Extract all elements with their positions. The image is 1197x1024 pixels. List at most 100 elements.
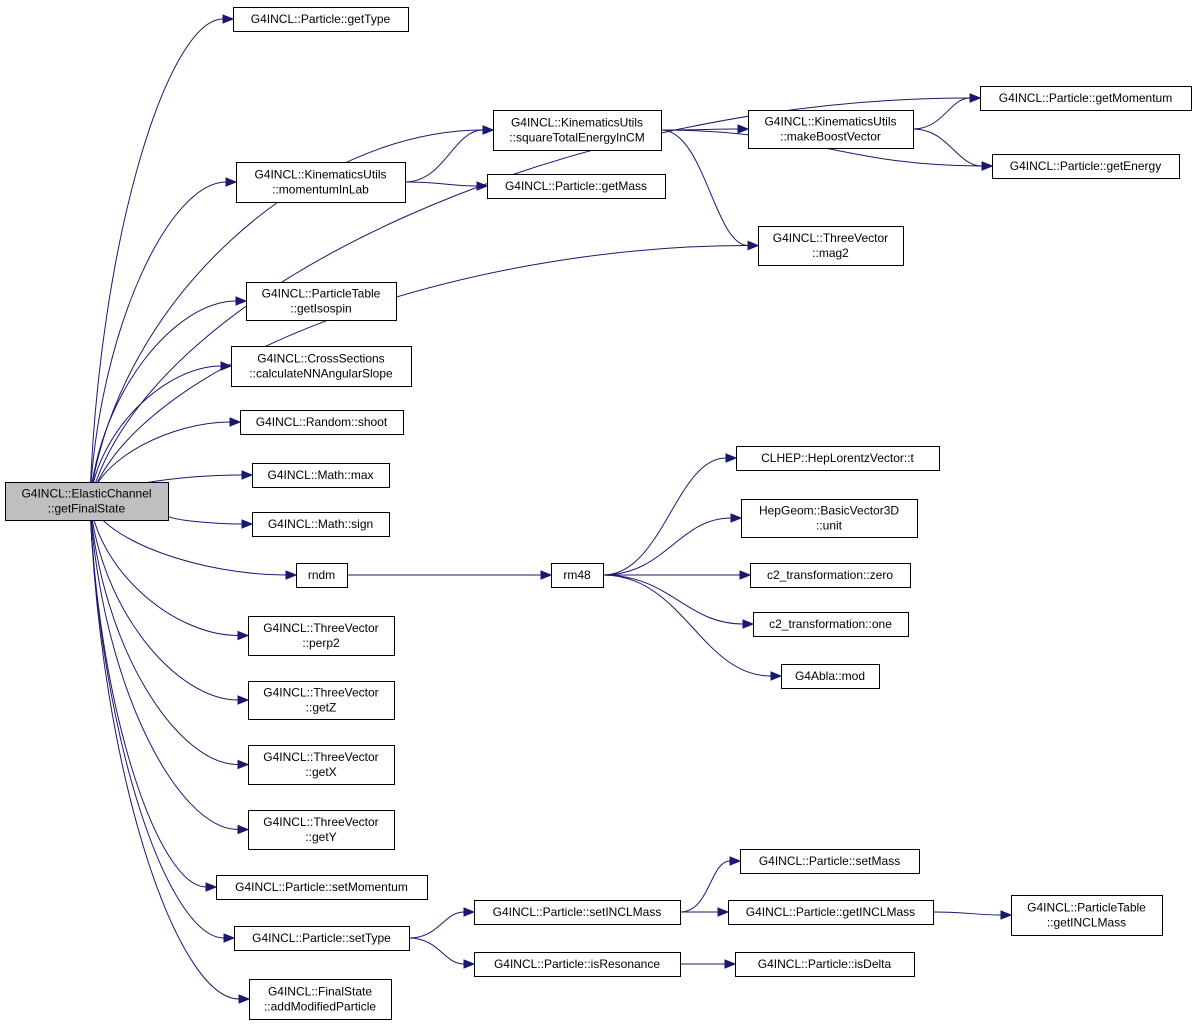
node-p-setType[interactable]: G4INCL::Particle::setType bbox=[234, 926, 410, 951]
node-box bbox=[750, 563, 911, 588]
node-root[interactable]: G4INCL::ElasticChannel::getFinalState bbox=[5, 482, 169, 521]
edge-arrowhead bbox=[238, 994, 251, 1004]
node-label: CLHEP::HepLorentzVector::t bbox=[761, 451, 914, 465]
node-box bbox=[992, 154, 1180, 179]
edge-arrowhead bbox=[229, 417, 242, 427]
node-fs-addModified[interactable]: G4INCL::FinalState::addModifiedParticle bbox=[249, 979, 392, 1020]
edge-line bbox=[89, 300, 237, 502]
node-abla-mod[interactable]: G4Abla::mod bbox=[781, 664, 880, 689]
node-p-getMomentum[interactable]: G4INCL::Particle::getMomentum bbox=[980, 86, 1192, 111]
node-m-sign[interactable]: G4INCL::Math::sign bbox=[252, 512, 390, 537]
node-tv-mag2[interactable]: G4INCL::ThreeVector::mag2 bbox=[758, 226, 904, 266]
node-box bbox=[735, 952, 915, 977]
node-box bbox=[736, 446, 940, 471]
node-hlv-t[interactable]: CLHEP::HepLorentzVector::t bbox=[736, 446, 940, 471]
edge-arrowhead bbox=[737, 124, 750, 134]
node-box bbox=[748, 110, 914, 149]
edge-arrowhead bbox=[223, 933, 236, 943]
node-tv-getX[interactable]: G4INCL::ThreeVector::getX bbox=[248, 745, 395, 785]
node-c2-zero[interactable]: c2_transformation::zero bbox=[750, 563, 911, 588]
node-label: G4INCL::Particle::isResonance bbox=[494, 957, 660, 971]
node-label: ::getINCLMass bbox=[1047, 916, 1126, 930]
node-p-getType[interactable]: G4INCL::Particle::getType bbox=[233, 7, 409, 32]
edge-p-setType-to-p-isResonance bbox=[408, 937, 476, 969]
node-p-setINCLMass[interactable]: G4INCL::Particle::setINCLMass bbox=[474, 900, 681, 925]
node-m-max[interactable]: G4INCL::Math::max bbox=[252, 463, 390, 488]
node-c2-one[interactable]: c2_transformation::one bbox=[753, 612, 909, 637]
edge-root-to-cs-nnslope bbox=[89, 361, 233, 502]
node-label: G4INCL::Particle::setINCLMass bbox=[493, 905, 662, 919]
edge-root-to-pt-isospin bbox=[89, 296, 248, 502]
node-cs-nnslope[interactable]: G4INCL::CrossSections::calculateNNAngula… bbox=[231, 346, 412, 387]
node-pt-isospin[interactable]: G4INCL::ParticleTable::getIsospin bbox=[246, 282, 397, 321]
node-label: G4INCL::Math::sign bbox=[268, 517, 373, 531]
node-label: G4INCL::FinalState bbox=[268, 985, 372, 999]
node-box bbox=[231, 346, 412, 387]
node-tv-getY[interactable]: G4INCL::ThreeVector::getY bbox=[248, 810, 395, 850]
node-p-isResonance[interactable]: G4INCL::Particle::isResonance bbox=[474, 952, 681, 977]
edge-line bbox=[912, 97, 971, 130]
edge-arrowhead bbox=[235, 296, 248, 306]
node-rm48[interactable]: rm48 bbox=[551, 563, 604, 588]
node-box bbox=[252, 512, 390, 537]
edge-rm48-to-hlv-t bbox=[602, 453, 738, 576]
node-rnd-shoot[interactable]: G4INCL::Random::shoot bbox=[240, 410, 404, 435]
node-p-setMomentum[interactable]: G4INCL::Particle::setMomentum bbox=[216, 875, 428, 900]
node-label: c2_transformation::zero bbox=[767, 568, 893, 582]
node-tv-perp2[interactable]: G4INCL::ThreeVector::perp2 bbox=[248, 616, 395, 656]
edge-arrowhead bbox=[237, 695, 250, 705]
node-ku-boost[interactable]: G4INCL::KinematicsUtils::makeBoostVector bbox=[748, 110, 914, 149]
node-ku-square[interactable]: G4INCL::KinematicsUtils::squareTotalEner… bbox=[493, 110, 662, 151]
node-box bbox=[233, 7, 409, 32]
node-label: ::getZ bbox=[306, 701, 337, 715]
node-p-getMass[interactable]: G4INCL::Particle::getMass bbox=[487, 174, 666, 199]
node-label: ::unit bbox=[816, 519, 843, 533]
edge-root-to-tv-mag2 bbox=[89, 240, 760, 502]
edge-arrowhead bbox=[463, 959, 476, 969]
node-tv-getZ[interactable]: G4INCL::ThreeVector::getZ bbox=[248, 681, 395, 720]
node-bv-unit[interactable]: HepGeom::BasicVector3D::unit bbox=[741, 499, 918, 538]
node-box bbox=[252, 463, 390, 488]
node-box bbox=[474, 900, 681, 925]
edge-line bbox=[89, 500, 207, 888]
node-label: G4INCL::ThreeVector bbox=[773, 231, 888, 245]
node-pt-getINCLMass[interactable]: G4INCL::ParticleTable::getINCLMass bbox=[1011, 895, 1163, 936]
node-p-getEnergy[interactable]: G4INCL::Particle::getEnergy bbox=[992, 154, 1180, 179]
edge-line bbox=[89, 181, 227, 502]
node-box bbox=[246, 282, 397, 321]
edge-arrowhead bbox=[729, 856, 742, 866]
node-label: G4INCL::Particle::getMass bbox=[505, 179, 647, 193]
node-label: G4INCL::ElasticChannel bbox=[21, 487, 151, 501]
edge-line bbox=[932, 911, 1002, 916]
edge-line bbox=[660, 129, 749, 246]
edge-line bbox=[89, 500, 225, 939]
nodes: G4INCL::ElasticChannel::getFinalStateG4I… bbox=[5, 7, 1192, 1020]
edge-line bbox=[89, 500, 239, 830]
edge-line bbox=[404, 181, 478, 187]
edge-arrowhead bbox=[476, 181, 489, 191]
edge-root-to-tv-getX bbox=[89, 500, 250, 770]
edge-arrowhead bbox=[205, 882, 218, 892]
edge-arrowhead bbox=[742, 619, 755, 629]
node-label: ::mag2 bbox=[812, 246, 849, 260]
edge-rm48-to-c2-one bbox=[602, 574, 755, 629]
node-label: G4INCL::Particle::getEnergy bbox=[1010, 159, 1161, 173]
node-box bbox=[474, 952, 681, 977]
node-p-isDelta[interactable]: G4INCL::Particle::isDelta bbox=[735, 952, 915, 977]
node-p-getINCLMass[interactable]: G4INCL::Particle::getINCLMass bbox=[728, 900, 934, 925]
node-ku-momLab[interactable]: G4INCL::KinematicsUtils::momentumInLab bbox=[236, 162, 406, 203]
node-label: G4INCL::KinematicsUtils bbox=[511, 116, 643, 130]
edge-arrowhead bbox=[540, 570, 553, 580]
node-label: rm48 bbox=[563, 568, 591, 582]
node-box bbox=[1011, 895, 1163, 936]
node-rndm[interactable]: rndm bbox=[296, 563, 348, 588]
node-p-setMass[interactable]: G4INCL::Particle::setMass bbox=[740, 849, 920, 874]
node-label: c2_transformation::one bbox=[769, 617, 892, 631]
edge-ku-square-to-ku-boost bbox=[660, 124, 750, 134]
node-box bbox=[493, 110, 662, 151]
node-box bbox=[234, 926, 410, 951]
edge-line bbox=[602, 574, 744, 625]
edge-line bbox=[89, 500, 240, 1000]
node-box bbox=[216, 875, 428, 900]
